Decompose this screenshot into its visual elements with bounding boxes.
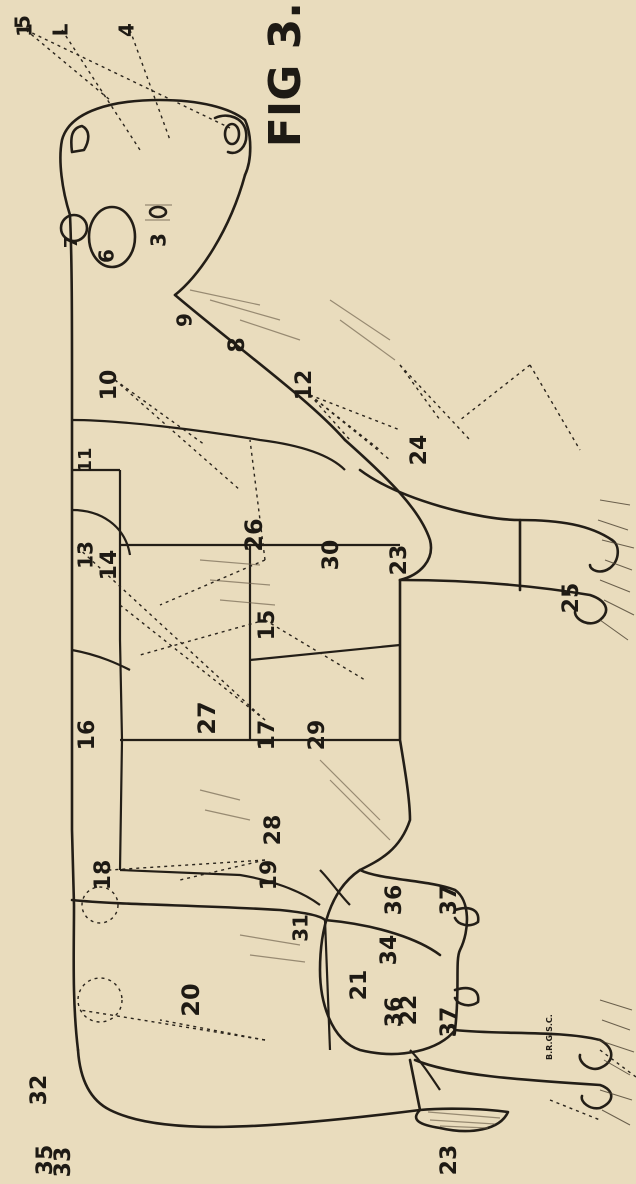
point-label-27: 27 (193, 701, 221, 734)
point-label-30: 30 (319, 540, 344, 571)
point-label-3: 3 (147, 233, 171, 247)
point-label-31: 31 (289, 914, 313, 942)
point-label-17: 17 (255, 720, 280, 751)
point-label-9: 9 (173, 313, 197, 327)
point-label-36a: 36 (382, 885, 407, 916)
point-label-6: 6 (95, 249, 119, 263)
point-label-29: 29 (305, 720, 330, 751)
point-label-1b: L (49, 23, 73, 36)
cow-body-outline (60, 100, 617, 1131)
point-label-11: 11 (75, 447, 96, 472)
point-label-26: 26 (240, 518, 268, 551)
point-label-10: 10 (97, 370, 122, 401)
point-label-13: 13 (74, 541, 98, 569)
artist-signature: B.R.G.S.C. (545, 1014, 554, 1060)
point-label-4: 4 (115, 23, 139, 37)
point-label-28: 28 (261, 815, 286, 846)
point-label-37b: 37 (437, 1007, 462, 1038)
point-label-20: 20 (177, 983, 205, 1016)
point-label-18: 18 (91, 860, 116, 891)
point-label-23b: 23 (437, 1145, 462, 1176)
figure-caption: FIG 3. (260, 2, 311, 147)
point-label-34: 34 (377, 935, 402, 966)
point-label-14: 14 (97, 550, 122, 581)
ground (598, 500, 634, 1125)
point-label-8: 8 (225, 337, 250, 352)
point-label-21: 21 (347, 970, 372, 1001)
point-label-15: 15 (255, 610, 280, 641)
point-label-12: 12 (292, 370, 317, 401)
point-label-5: 5 (11, 15, 35, 29)
point-label-25: 25 (559, 583, 584, 614)
point-label-32: 32 (27, 1075, 52, 1106)
point-label-24: 24 (407, 435, 432, 466)
point-label-16: 16 (75, 720, 100, 751)
point-label-23a: 23 (387, 545, 412, 576)
point-label-19: 19 (257, 860, 282, 891)
point-label-7: 7 (61, 236, 82, 249)
point-label-37a: 37 (437, 885, 462, 916)
point-label-36b: 36 (382, 997, 407, 1028)
point-label-35: 35 (33, 1145, 58, 1176)
